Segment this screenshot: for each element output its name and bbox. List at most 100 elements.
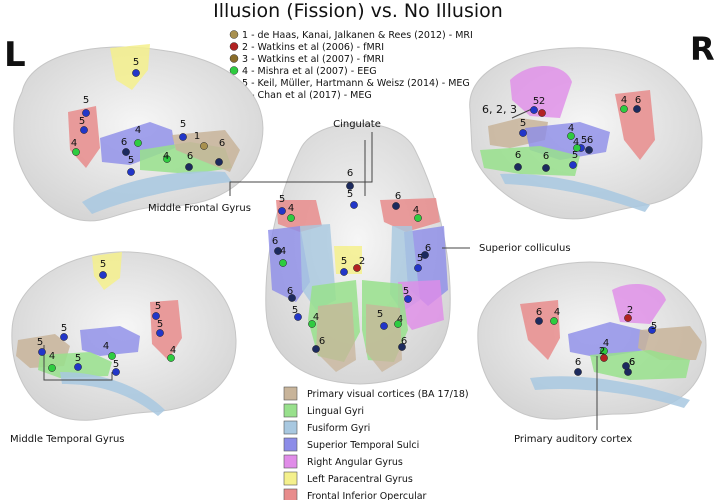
region-legend-label: Right Angular Gyrus	[307, 457, 403, 468]
study-marker-label: 6	[629, 357, 635, 368]
study-marker: 5	[377, 309, 388, 330]
study-marker-dot	[112, 368, 120, 376]
label-middle-temporal-gyrus: Middle Temporal Gyrus	[10, 434, 125, 445]
study-marker: 5	[127, 155, 135, 176]
study-marker: 5	[74, 353, 82, 371]
study-marker-dot	[573, 144, 581, 152]
study-marker-dot	[353, 264, 361, 272]
study-marker-dot	[185, 163, 193, 171]
study-marker-label: 6	[515, 150, 521, 161]
figure-title: Illusion (Fission) vs. No Illusion	[213, 0, 503, 22]
study-marker: 6	[398, 336, 407, 351]
study-marker: 5	[519, 118, 527, 137]
study-marker: 4	[279, 246, 287, 267]
study-marker-dot	[312, 345, 320, 353]
study-marker-label: 6	[219, 138, 225, 149]
study-marker-dot	[200, 142, 208, 150]
region-legend-label: Superior Temporal Sulci	[307, 440, 419, 451]
study-marker-dot	[346, 182, 354, 190]
study-marker-label: 6	[635, 95, 641, 106]
study-legend-label: 1 - de Haas, Kanai, Jalkanen & Rees (201…	[242, 30, 473, 41]
study-marker: 6	[542, 151, 550, 172]
study-marker-dot	[308, 320, 316, 328]
study-marker-label: 4	[603, 338, 609, 349]
study-marker-dot	[72, 148, 80, 156]
study-marker-label: 6	[543, 151, 549, 162]
region-legend-label: Frontal Inferior Opercular	[307, 491, 427, 500]
study-marker-dot	[574, 368, 582, 376]
study-marker: 4	[287, 203, 295, 222]
study-marker-label: 5	[83, 95, 89, 106]
region-legend-label: Lingual Gyri	[307, 406, 364, 417]
study-marker: 5	[569, 150, 578, 169]
study-marker: 6	[346, 168, 354, 190]
study-marker: 5	[530, 96, 539, 114]
study-marker-dot	[542, 164, 550, 172]
brain-left-medial-bottom	[11, 251, 237, 421]
study-legend-label: 3 - Watkins et al (2007) - fMRI	[242, 54, 384, 65]
study-marker-label: 5	[79, 116, 85, 127]
study-marker-label: 4	[49, 351, 55, 362]
study-marker-dot	[624, 314, 632, 322]
study-marker-dot	[167, 354, 175, 362]
study-marker-label: 4	[103, 341, 109, 352]
label-cingulate: Cingulate	[333, 119, 381, 130]
right-hemisphere-label: R	[690, 30, 715, 68]
study-legend-item: 3 - Watkins et al (2007) - fMRI	[229, 54, 384, 65]
study-marker-label: 4	[621, 95, 627, 106]
study-marker: 5	[347, 189, 358, 209]
study-marker-dot	[538, 109, 546, 117]
study-marker-dot	[394, 320, 402, 328]
study-legend-label: 2 - Watkins et al (2006) - fMRI	[242, 42, 384, 53]
study-marker-label: 5	[292, 305, 298, 316]
study-marker-label: 5	[377, 309, 383, 320]
study-marker: 6	[312, 336, 325, 353]
study-marker-label: 5	[279, 194, 285, 205]
region-legend: Primary visual cortices (BA 17/18) Lingua…	[283, 386, 469, 500]
study-marker-label: 6	[395, 191, 401, 202]
study-legend-swatch	[229, 54, 239, 63]
study-marker-label: 4	[71, 138, 77, 149]
study-marker: 6	[633, 95, 641, 113]
study-marker-dot	[132, 69, 140, 77]
region-legend-swatch	[283, 454, 298, 469]
study-marker-dot	[340, 268, 348, 276]
study-marker-dot	[215, 158, 223, 166]
study-marker: 4	[394, 314, 403, 328]
region-legend-label: Left Paracentral Gyrus	[307, 474, 413, 485]
study-marker-label: 5	[533, 96, 539, 107]
study-marker-dot	[414, 264, 422, 272]
study-marker-dot	[179, 133, 187, 141]
study-marker-label: 6	[629, 357, 635, 368]
study-marker-dot	[294, 313, 302, 321]
study-marker-label: 5	[113, 359, 119, 370]
label-middle-frontal-gyrus: Middle Frontal Gyrus	[148, 203, 251, 214]
study-marker-dot	[633, 105, 641, 113]
study-marker-label: 5	[61, 323, 67, 334]
region-legend-label: Primary visual cortices (BA 17/18)	[307, 389, 469, 400]
study-marker: 4	[71, 138, 80, 156]
brain-right-medial-bottom	[477, 261, 707, 420]
study-marker-dot	[585, 146, 593, 154]
brain-left-lateral-top	[13, 44, 264, 222]
study-marker-dot	[398, 343, 406, 351]
study-marker: 4	[567, 123, 575, 140]
study-marker-label: 5	[100, 259, 106, 270]
study-marker: 6	[574, 357, 582, 376]
study-marker-dot	[519, 129, 527, 137]
study-marker-dot	[156, 329, 164, 337]
label-callout-6-2-3: 6, 2, 3	[482, 103, 517, 116]
study-marker-label: 6	[187, 151, 193, 162]
study-legend-label: 6 - Chan et al (2017) - MEG	[242, 90, 372, 101]
study-marker: 5	[82, 95, 90, 117]
region-legend-swatch	[283, 471, 298, 486]
study-marker-dot	[567, 132, 575, 140]
study-marker-label: 2	[627, 305, 633, 316]
study-marker-dot	[108, 352, 116, 360]
study-marker-dot	[163, 155, 171, 163]
region-legend-swatch	[283, 403, 298, 418]
study-legend-swatch	[229, 30, 239, 39]
study-marker-dot	[421, 251, 429, 259]
study-marker-label: 4	[288, 203, 294, 214]
study-marker: 6	[421, 243, 431, 259]
